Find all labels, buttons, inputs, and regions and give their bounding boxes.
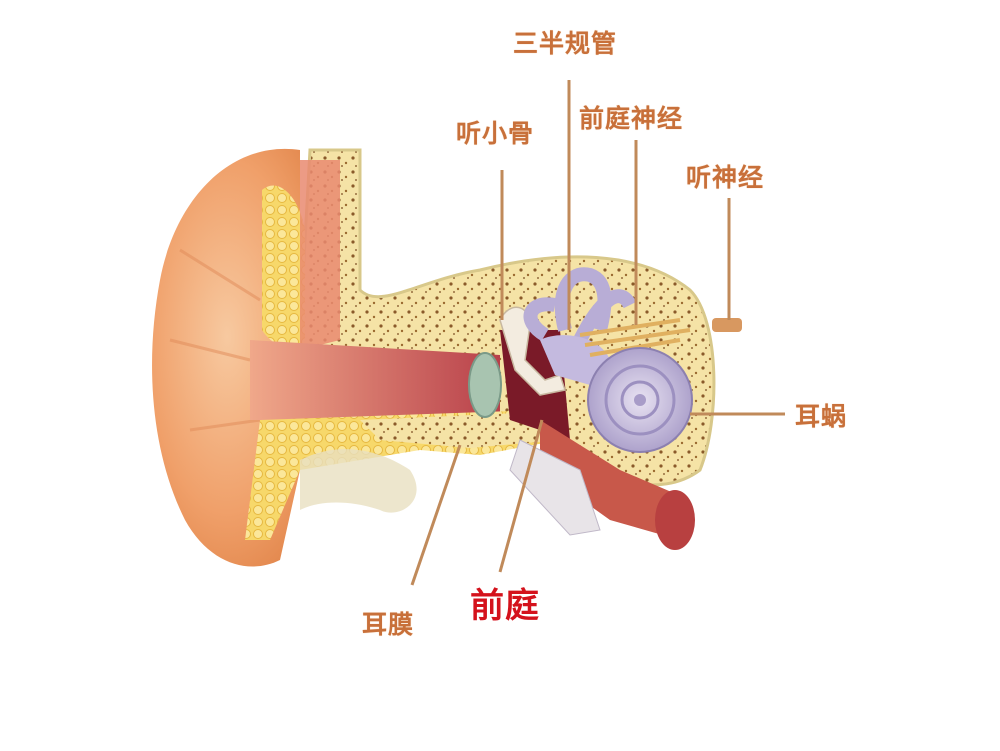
label-vestibular-nerve: 前庭神经	[579, 104, 684, 133]
ear-canal	[250, 340, 500, 420]
label-cochlea: 耳蜗	[795, 402, 848, 431]
label-ossicles: 听小骨	[456, 119, 535, 148]
label-vestibule: 前庭	[470, 586, 540, 626]
label-eardrum: 耳膜	[362, 610, 415, 639]
eardrum-shape	[468, 352, 502, 418]
label-auditory-nerve: 听神经	[686, 163, 765, 192]
semicircular-canals-shape	[523, 267, 637, 344]
label-semicircular-canals: 三半规管	[513, 29, 618, 58]
leader-lines	[410, 80, 785, 586]
